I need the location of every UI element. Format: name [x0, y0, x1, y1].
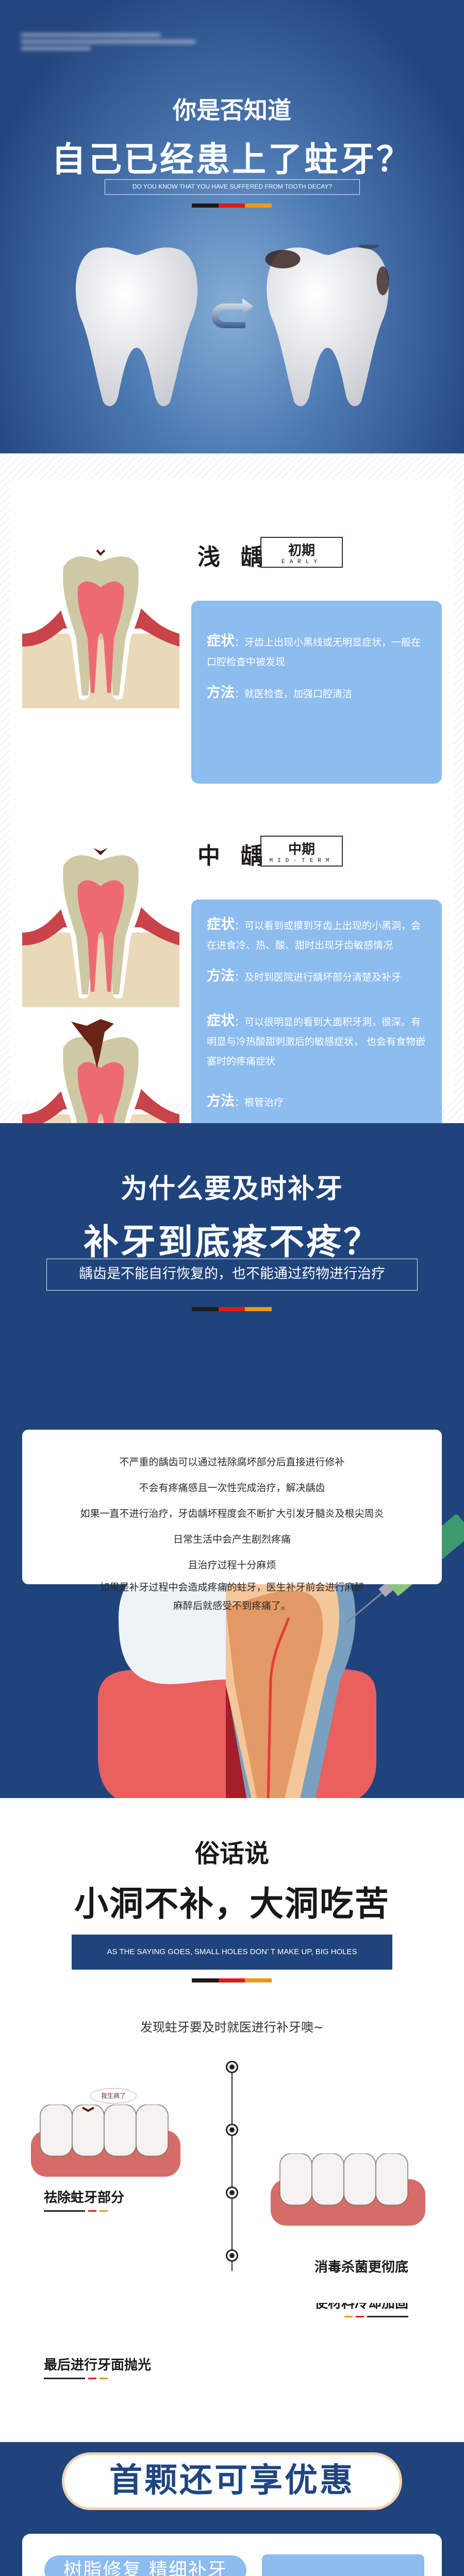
step-underline [44, 2210, 124, 2212]
process-step-label: 使材料冷却加固 [314, 2303, 409, 2311]
method-text: ：及时到医院进行龋坏部分清楚及补牙 [235, 972, 402, 983]
stage-tag: 中期 MID-TERM [260, 836, 343, 867]
why-paragraph: 如果一直不进行治疗，牙齿龋坏程度会不断扩大引发牙髓炎及根尖周炎 [80, 1508, 384, 1519]
why-explanation-box: 不严重的龋齿可以通过祛除腐坏部分后直接进行修补 不会有疼痛感且一次性完成治疗，解… [22, 1430, 442, 1612]
speech-bubble: 我生病了 [90, 2088, 137, 2104]
why-paragraph: 不会有疼痛感且一次性完成治疗，解决龋齿 [139, 1482, 325, 1494]
method-text: ：根管治疗 [235, 1097, 284, 1108]
saying-title-line1: 俗话说 [194, 1839, 269, 1868]
method-label: 方法 [207, 1093, 235, 1109]
promo-heading: 首颗还可享优惠 [62, 2452, 402, 2510]
stage-info-card-late: 症状：可以很明显的看到大面积牙洞，很深。有明显与冷热酸甜刺激后的敏感症状， 也会… [191, 997, 442, 1123]
tricolor-divider [192, 1307, 272, 1311]
process-step: 最后进行牙面抛光 [44, 2354, 151, 2379]
hero-section: 你是否知道 自己已经患上了蛀牙？ DO YOU KNOW THAT YOU HA… [0, 0, 464, 453]
process-step-label: 消毒杀菌更彻底 [314, 2260, 409, 2275]
stage-mid-term: 中 龋 中期 MID-TERM 症状：可以看到或摸到牙齿上出现的小黑洞，会在进食… [10, 778, 454, 1044]
cartoon-teeth-icon [31, 2105, 180, 2177]
healthy-tooth-icon [75, 247, 198, 406]
process-timeline [231, 2066, 233, 2271]
stage-tag-cn: 初期 [288, 543, 315, 558]
tricolor-divider [192, 1978, 272, 1982]
tricolor-divider [192, 204, 272, 208]
why-fill-section: 为什么要及时补牙 补牙到底疼不疼？ 龋齿是不能自行恢复的，也不能通过药物进行治疗… [0, 1123, 464, 1798]
hero-english-subtitle: DO YOU KNOW THAT YOU HAVE SUFFERED FROM … [105, 179, 360, 195]
symptom-text: ：牙齿上出现小黑线或无明显症状，一般在口腔检查中被发现 [207, 637, 421, 668]
process-step: 消毒杀菌更彻底 [314, 2257, 408, 2276]
promo-card-1[interactable]: 树脂修复 精细补牙 RESIN RESTORATION FINE FILLING… [22, 2534, 442, 2576]
decayed-tooth-icon [265, 245, 389, 406]
early-caries-tooth-diagram [22, 544, 179, 708]
method-label: 方法 [207, 685, 235, 701]
cartoon-teeth-drill-icon [271, 2154, 425, 2226]
stage-tag-cn: 中期 [288, 842, 315, 857]
stage-tag-en: EARLY [281, 559, 322, 565]
step-underline [314, 2316, 409, 2317]
timeline-node [226, 2187, 238, 2199]
deep-caries-tooth-diagram [22, 1019, 179, 1123]
promo-photo [262, 2554, 424, 2576]
symptom-label: 症状 [207, 633, 235, 649]
why-paragraph: 麻醉后就感受不到疼痛了。 [173, 1600, 291, 1612]
process-step-label: 祛除蛀牙部分 [44, 2190, 125, 2206]
stage-tag: 初期 EARLY [260, 537, 343, 568]
symptom-label: 症状 [207, 917, 235, 933]
process-step-label: 最后进行牙面抛光 [44, 2358, 152, 2373]
saying-english-band: AS THE SAYING GOES, SMALL HOLES DON’ T M… [72, 1935, 392, 1970]
process-steps-continued: 填入补牙材料 使材料冷却加固 最后进行牙面抛光 [0, 2303, 464, 2442]
timeline-node [226, 2249, 238, 2262]
why-paragraph: 如果是补牙过程中会造成疼痛的蛀牙，医生补牙前会进行麻醉 [100, 1582, 364, 1593]
step-underline [44, 2378, 151, 2379]
hero-question-line1: 你是否知道 [173, 96, 291, 124]
promo-title-pill: 树脂修复 精细补牙 [44, 2555, 246, 2576]
caries-stages-section: 浅 龋 初期 EARLY 症状：牙齿上出现小黑线或无明显症状，一般在口腔检查中被… [0, 453, 464, 1123]
saying-title-line2: 小洞不补，大洞吃苦 [74, 1884, 390, 1924]
method-text: ：就医检查，加强口腔清洁 [235, 688, 353, 700]
why-boxed-note: 龋齿是不能自行恢复的，也不能通过药物进行治疗 [46, 1259, 418, 1291]
transition-arrow-icon [211, 298, 254, 328]
method-label: 方法 [207, 968, 235, 984]
why-paragraph: 不严重的龋齿可以通过祛除腐坏部分后直接进行修补 [119, 1456, 345, 1468]
stage-title: 中 龋 [197, 843, 270, 869]
why-title-line2: 补牙到底疼不疼？ [83, 1222, 380, 1263]
saying-section: 俗话说 小洞不补，大洞吃苦 AS THE SAYING GOES, SMALL … [0, 1798, 464, 2334]
promo-section: 首颗还可享优惠 树脂修复 精细补牙 RESIN RESTORATION FINE… [0, 2442, 464, 2576]
why-paragraph: 且治疗过程十分麻烦 [188, 1560, 276, 1571]
mid-caries-tooth-diagram [22, 843, 179, 1007]
hero-question-line2: 自己已经患上了蛀牙？ [52, 140, 412, 179]
symptom-text: ：可以看到或摸到牙齿上出现的小黑洞，会在进食冷、热、酸、甜时出现牙齿敏感情况 [207, 920, 421, 951]
stage-tag-en: MID-TERM [269, 858, 334, 864]
stage-early: 浅 龋 初期 EARLY 症状：牙齿上出现小黑线或无明显症状，一般在口腔检查中被… [10, 479, 454, 784]
process-step: 使材料冷却加固 [314, 2303, 409, 2317]
why-paragraph: 日常生活中会产生剧烈疼痛 [173, 1534, 291, 1545]
symptom-label: 症状 [207, 1013, 235, 1029]
why-title-line1: 为什么要及时补牙 [120, 1174, 343, 1205]
blurred-logo [21, 30, 196, 56]
symptom-text: ：可以很明显的看到大面积牙洞，很深。有明显与冷热酸甜刺激后的敏感症状， 也会有食… [207, 1016, 426, 1067]
timeline-node [226, 2061, 238, 2073]
timeline-node [226, 2124, 238, 2136]
stage-info-card: 症状：牙齿上出现小黑线或无明显症状，一般在口腔检查中被发现 方法：就医检查，加强… [191, 601, 442, 784]
saying-subtitle: 发现蛀牙要及时就医进行补牙噢~ [140, 2020, 324, 2035]
tooth-anesthesia-illustration [98, 1515, 464, 1798]
process-step: 祛除蛀牙部分 [44, 2187, 124, 2212]
stage-title: 浅 龋 [197, 544, 270, 570]
